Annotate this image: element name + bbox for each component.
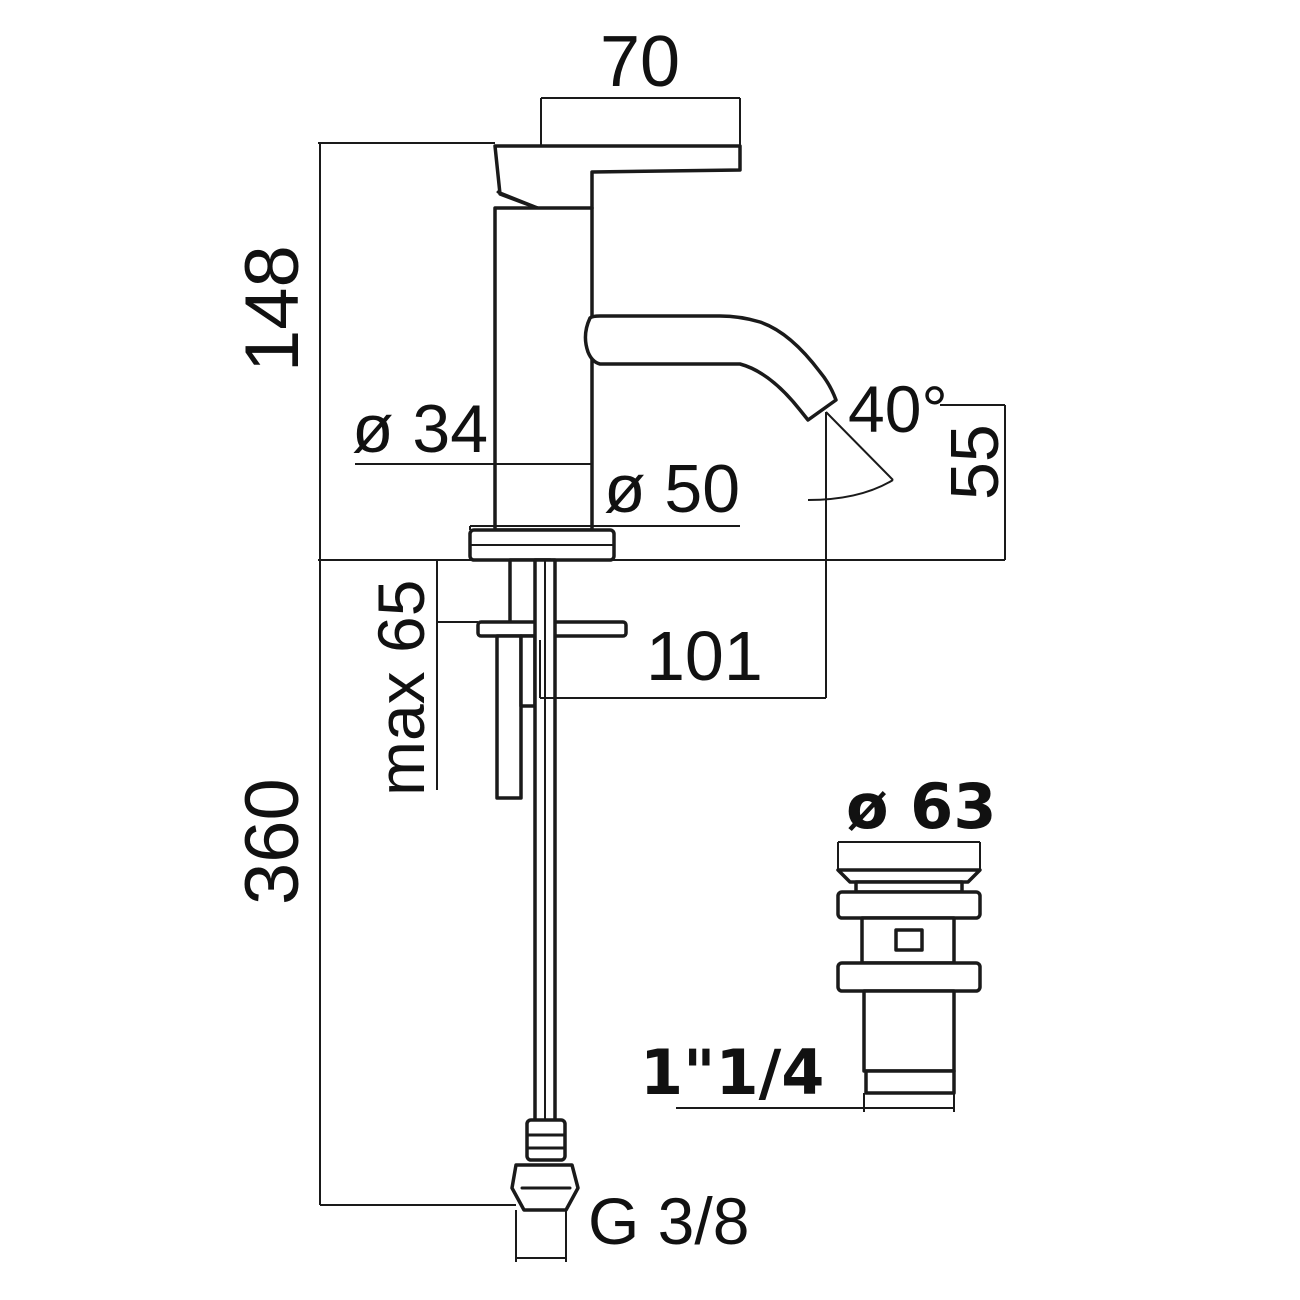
dim-height-body: 148 bbox=[230, 245, 315, 372]
dim-spout-height: 55 bbox=[937, 424, 1013, 500]
faucet-body bbox=[493, 206, 594, 532]
dimension-lines bbox=[318, 97, 1006, 1262]
dim-hose-length: 360 bbox=[230, 778, 315, 905]
dim-diameter-base: ø 50 bbox=[604, 451, 740, 527]
faucet-drawing bbox=[468, 144, 838, 1212]
dim-spout-angle: 40° bbox=[848, 372, 948, 446]
faucet-handle bbox=[493, 144, 742, 214]
dim-spout-reach: 101 bbox=[646, 617, 763, 695]
hose-connector bbox=[510, 1118, 580, 1212]
dim-max-thickness: max 65 bbox=[364, 580, 438, 796]
fixing-rod-inner bbox=[519, 634, 537, 708]
fixing-rod-left bbox=[495, 634, 523, 800]
dim-waste-diameter: ø 63 bbox=[846, 770, 996, 843]
dim-hose-connector: G 3/8 bbox=[588, 1184, 749, 1258]
dim-diameter-body: ø 34 bbox=[352, 391, 488, 467]
faucet-spout bbox=[583, 314, 838, 422]
dim-width-top: 70 bbox=[600, 22, 680, 102]
waste-drain bbox=[676, 841, 982, 1112]
dim-waste-thread: 1"1/4 bbox=[640, 1036, 824, 1109]
